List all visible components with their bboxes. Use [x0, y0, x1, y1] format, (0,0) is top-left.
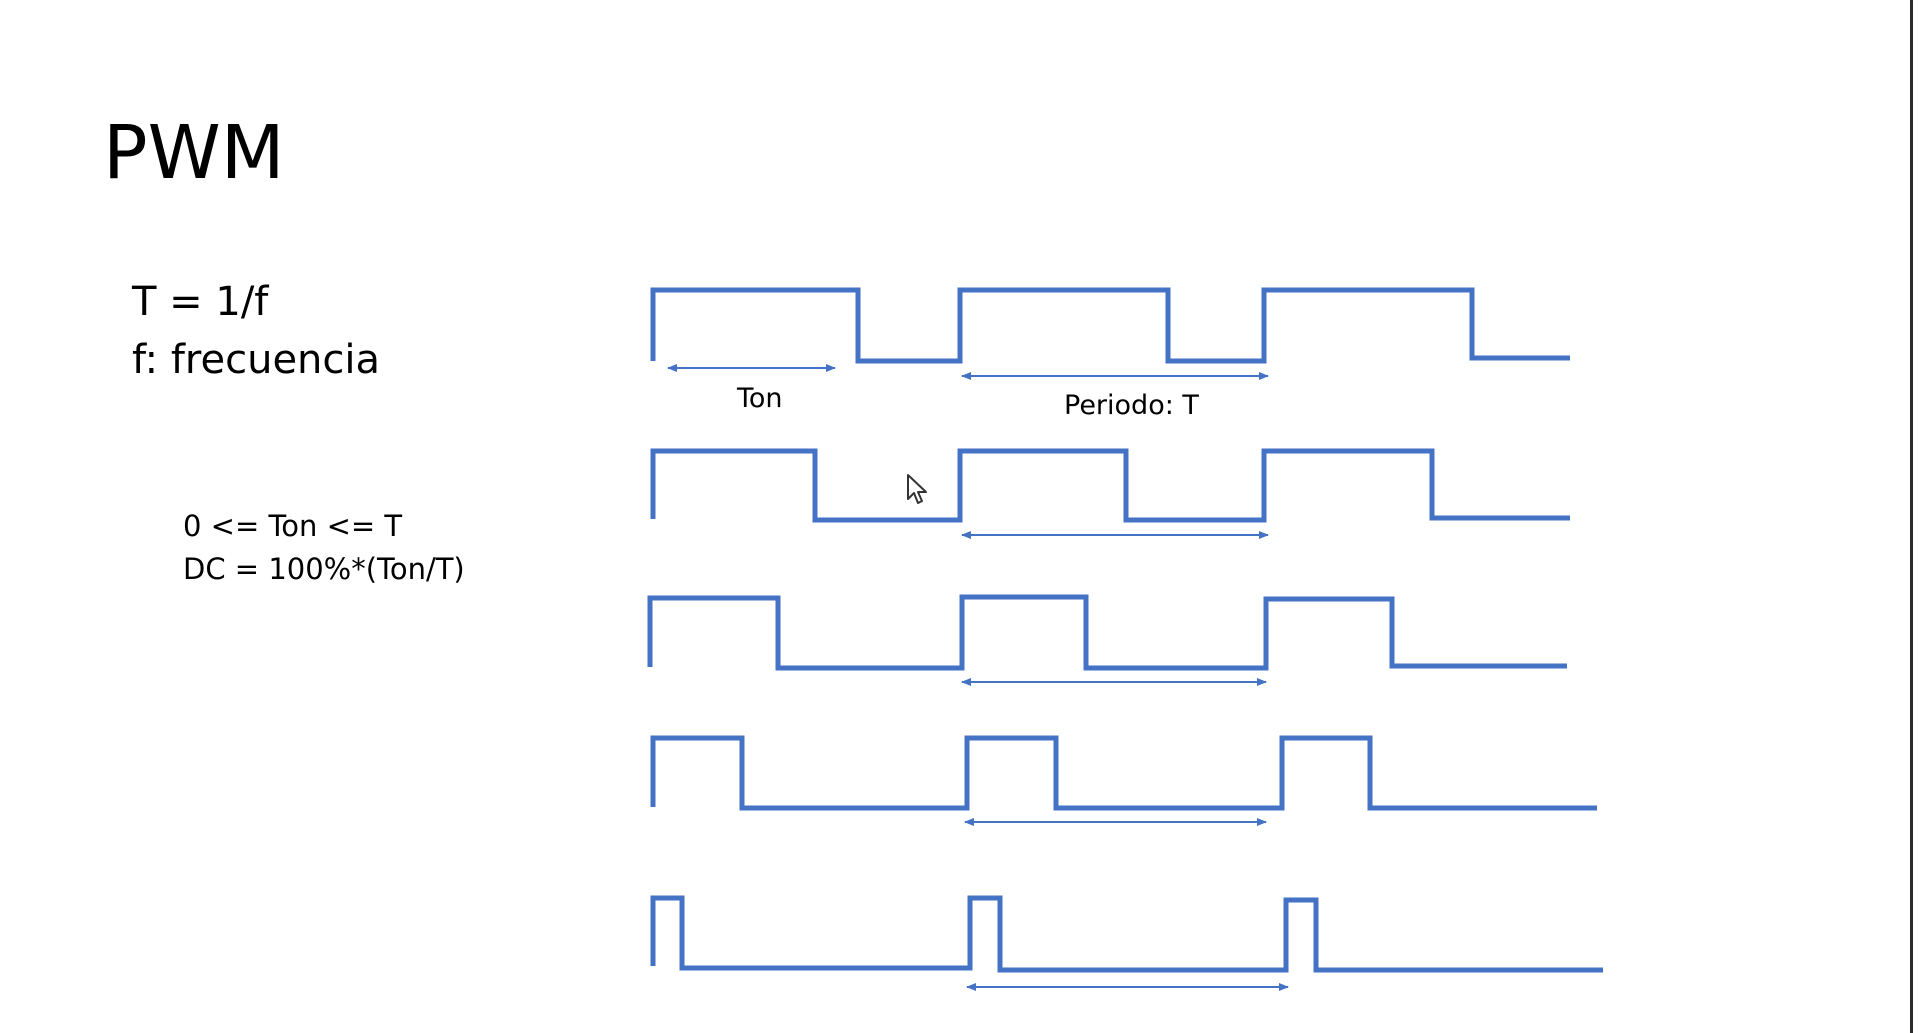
pwm-signal-duty-30	[650, 735, 1597, 811]
period-label: Periodo: T	[1064, 390, 1199, 421]
formula-period: T = 1/f	[132, 279, 269, 325]
mouse-pointer-icon	[906, 473, 928, 510]
pwm-signal-duty-10	[650, 895, 1603, 973]
pwm-signal-duty-70	[650, 287, 1570, 364]
duty-cycle-formula: DC = 100%*(Ton/T)	[183, 552, 465, 586]
ton-label: Ton	[737, 383, 783, 414]
slide-title: PWM	[103, 110, 285, 196]
window-edge-divider	[1910, 0, 1913, 1033]
ton-constraint: 0 <= Ton <= T	[183, 509, 403, 543]
pwm-signal-duty-55	[650, 448, 1570, 523]
pwm-signal-duty-40	[647, 594, 1567, 671]
formula-frequency: f: frecuencia	[132, 337, 381, 383]
